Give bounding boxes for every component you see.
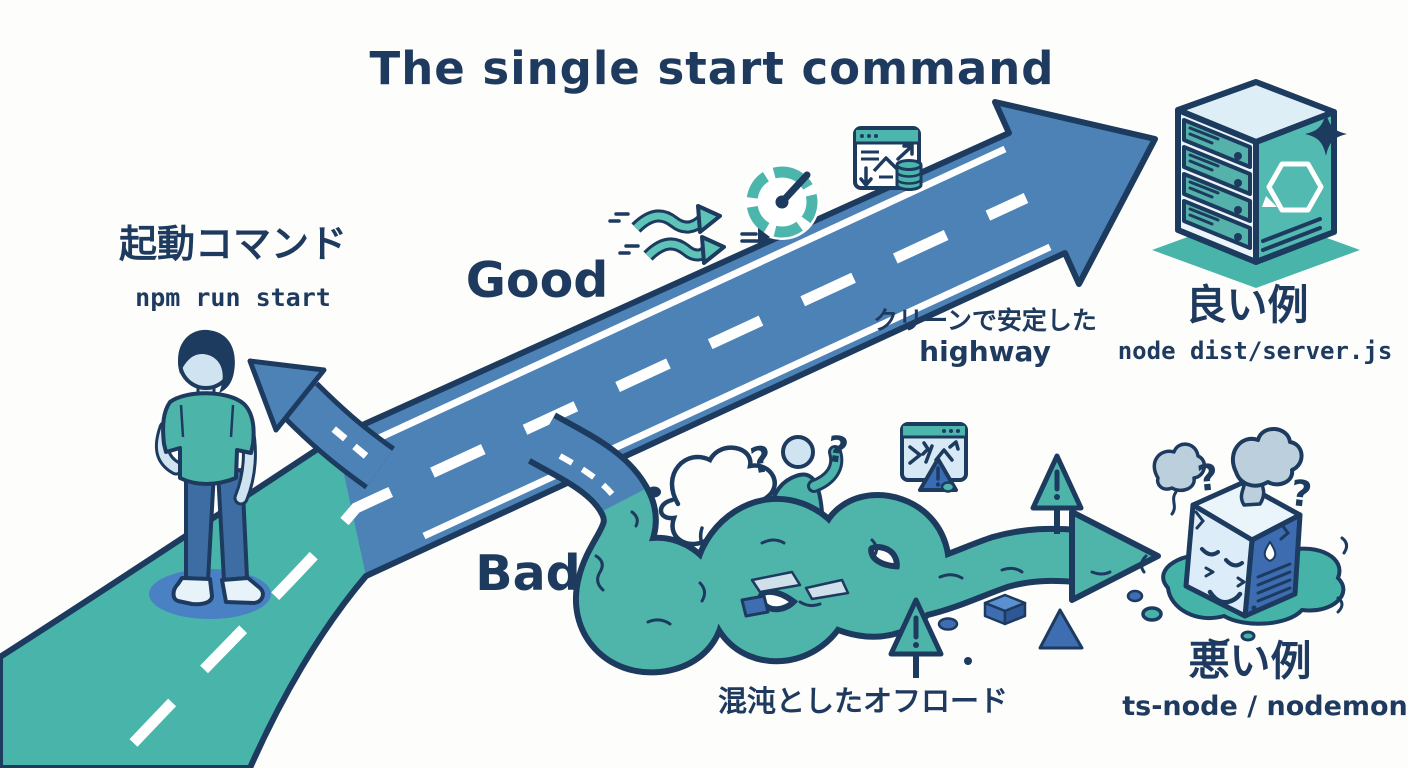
tangle-blue-start bbox=[530, 417, 645, 512]
question-mark: ? bbox=[1195, 457, 1220, 500]
person-shirt bbox=[161, 391, 256, 486]
analytics-window-icon bbox=[853, 126, 923, 191]
person-shoe-left bbox=[171, 576, 214, 607]
speedometer-icon bbox=[740, 164, 820, 247]
bad-result-command: ts-node / nodemon bbox=[1122, 691, 1408, 722]
start-command-heading: 起動コマンド bbox=[118, 222, 348, 266]
error-window-icon bbox=[900, 422, 968, 492]
warning-sign-icon bbox=[888, 597, 944, 678]
good-result-heading: 良い例 bbox=[1185, 281, 1309, 329]
bad-result-heading: 悪い例 bbox=[1188, 637, 1312, 685]
tangled-offroad bbox=[527, 412, 1161, 676]
speed-arrows-icon bbox=[608, 204, 726, 265]
question-mark: ? bbox=[1289, 473, 1314, 516]
question-mark: ? bbox=[824, 429, 850, 473]
gem-cube bbox=[983, 593, 1027, 626]
good-result-command: node dist/server.js bbox=[1117, 337, 1393, 365]
person-hair bbox=[178, 329, 235, 393]
page-title: The single start command bbox=[369, 42, 1055, 95]
tangle-arrowhead bbox=[1069, 509, 1161, 603]
smoke-icon bbox=[1152, 427, 1304, 516]
good-caption-line1: クリーンで安定した bbox=[873, 306, 1097, 335]
person-shoe-right bbox=[220, 576, 265, 605]
question-marks: ? ? ? ? bbox=[747, 429, 1314, 516]
server-slats bbox=[1182, 118, 1252, 250]
fork-arrow bbox=[247, 358, 396, 490]
broken-code-glyphs bbox=[908, 440, 960, 465]
good-caption-line2: highway bbox=[919, 335, 1051, 368]
debris-icons bbox=[740, 481, 1144, 665]
start-command-text: npm run start bbox=[135, 283, 331, 312]
fork-arrow-dashes bbox=[327, 423, 369, 459]
good-label: Good bbox=[465, 252, 609, 309]
road-edge-line-bottom bbox=[422, 243, 1052, 540]
database-icon bbox=[895, 159, 923, 191]
tangle-texture bbox=[594, 510, 1112, 626]
sad-face bbox=[1194, 510, 1246, 605]
melting-box-icon bbox=[1139, 427, 1349, 644]
sparkle-icon bbox=[1305, 112, 1347, 156]
road-center-dashes bbox=[105, 193, 1029, 768]
refresh-hexagon-icon bbox=[1262, 161, 1324, 213]
sweat-drop bbox=[1263, 540, 1277, 563]
fork-arrowhead bbox=[247, 358, 327, 433]
server-rack-icon bbox=[1152, 79, 1360, 288]
confused-person-head bbox=[781, 435, 815, 469]
road-outline bbox=[0, 99, 1158, 768]
tangle-surface bbox=[530, 417, 1078, 670]
warning-sign-icon-2 bbox=[1030, 453, 1084, 534]
question-mark: ? bbox=[747, 439, 775, 483]
road-edge-line-top bbox=[377, 145, 1007, 442]
bad-label: Bad bbox=[475, 545, 581, 602]
bad-caption: 混沌としたオフロード bbox=[717, 684, 1009, 718]
standing-person bbox=[149, 329, 271, 619]
